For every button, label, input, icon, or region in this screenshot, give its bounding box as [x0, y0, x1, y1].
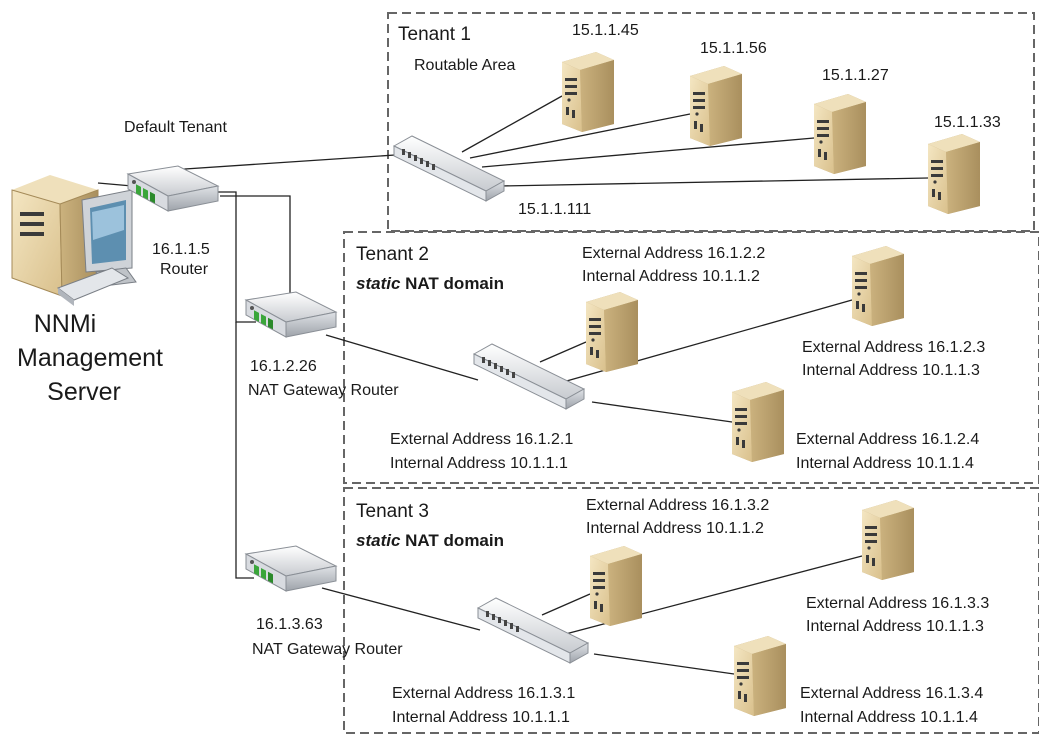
tenant-2-server-3-external: External Address 16.1.2.4 — [796, 431, 979, 448]
nnmi-workstation-icon — [11, 175, 137, 306]
tenant-1-switch-icon — [393, 135, 505, 202]
tenant-2-server-2-internal: Internal Address 10.1.1.3 — [802, 362, 980, 379]
tenant-1-subtitle: Routable Area — [414, 57, 516, 74]
nat-gateway-2-ip: 16.1.2.26 — [250, 358, 317, 375]
tenant-3-server-1-icon — [590, 546, 642, 626]
tenant-3-server-2-internal: Internal Address 10.1.1.3 — [806, 618, 984, 635]
nat-gateway-2-label: NAT Gateway Router — [248, 382, 399, 399]
tenant-2-switch-internal: Internal Address 10.1.1.1 — [390, 455, 568, 472]
server-label-line2: Management — [17, 344, 163, 372]
nat-gateway-3-ip: 16.1.3.63 — [256, 616, 323, 633]
tenant-2-server-1-internal: Internal Address 10.1.1.2 — [582, 268, 760, 285]
tenant-3-title: Tenant 3 — [356, 501, 429, 522]
tenant-2-title: Tenant 2 — [356, 244, 429, 265]
tenant-2-server-3-internal: Internal Address 10.1.1.4 — [796, 455, 974, 472]
tenant-2-nat-domain: static NAT domain — [356, 274, 504, 293]
server-ip-15-1-1-27: 15.1.1.27 — [822, 67, 889, 84]
server-ip-15-1-1-45: 15.1.1.45 — [572, 22, 639, 39]
tenant-1-title: Tenant 1 — [398, 24, 471, 45]
tenant-3-switch-internal: Internal Address 10.1.1.1 — [392, 709, 570, 726]
server-label-line3: Server — [47, 378, 121, 406]
tenant-3-boundary — [343, 487, 1039, 734]
tenant-2-server-1-external: External Address 16.1.2.2 — [582, 245, 765, 262]
tenant-3-server-3-icon — [734, 636, 786, 716]
router-label: Router — [160, 261, 209, 278]
tenant-3-server-3-internal: Internal Address 10.1.1.4 — [800, 709, 978, 726]
tenant-3-server-2-icon — [862, 500, 914, 580]
nat-gateway-router-3-icon — [245, 545, 337, 592]
server-15-1-1-33-icon — [928, 134, 980, 214]
server-ip-15-1-1-33: 15.1.1.33 — [934, 114, 1001, 131]
tenant-2-server-1-icon — [586, 292, 638, 372]
tenant-3-server-2-external: External Address 16.1.3.3 — [806, 595, 989, 612]
tenant-2-switch-icon — [473, 343, 585, 410]
server-ip-15-1-1-56: 15.1.1.56 — [700, 40, 767, 57]
server-15-1-1-45-icon — [562, 52, 614, 132]
tenant-2-server-2-external: External Address 16.1.2.3 — [802, 339, 985, 356]
server-label-line1: NNMi — [34, 310, 97, 338]
tenant-3-server-3-external: External Address 16.1.3.4 — [800, 685, 983, 702]
server-15-1-1-27-icon — [814, 94, 866, 174]
tenant-3-nat-domain: static NAT domain — [356, 531, 504, 550]
tenant-3-switch-external: External Address 16.1.3.1 — [392, 685, 575, 702]
nat-gateway-router-2-icon — [245, 291, 337, 338]
tenant-1-switch-ip: 15.1.1.111 — [518, 201, 591, 218]
tenant-1-boundary — [387, 12, 1035, 232]
tenant-2-server-2-icon — [852, 246, 904, 326]
network-links — [97, 95, 929, 675]
tenant-2-boundary — [343, 231, 1039, 484]
tenant-3-server-1-internal: Internal Address 10.1.1.2 — [586, 520, 764, 537]
tenant-3-server-1-external: External Address 16.1.3.2 — [586, 497, 769, 514]
tenant-2-server-3-icon — [732, 382, 784, 462]
router-icon — [127, 165, 219, 212]
nat-gateway-3-label: NAT Gateway Router — [252, 641, 403, 658]
router-ip: 16.1.1.5 — [152, 241, 210, 258]
tenant-2-switch-external: External Address 16.1.2.1 — [390, 431, 573, 448]
server-15-1-1-56-icon — [690, 66, 742, 146]
tenant-3-switch-icon — [477, 597, 589, 664]
default-tenant-label: Default Tenant — [124, 119, 227, 136]
